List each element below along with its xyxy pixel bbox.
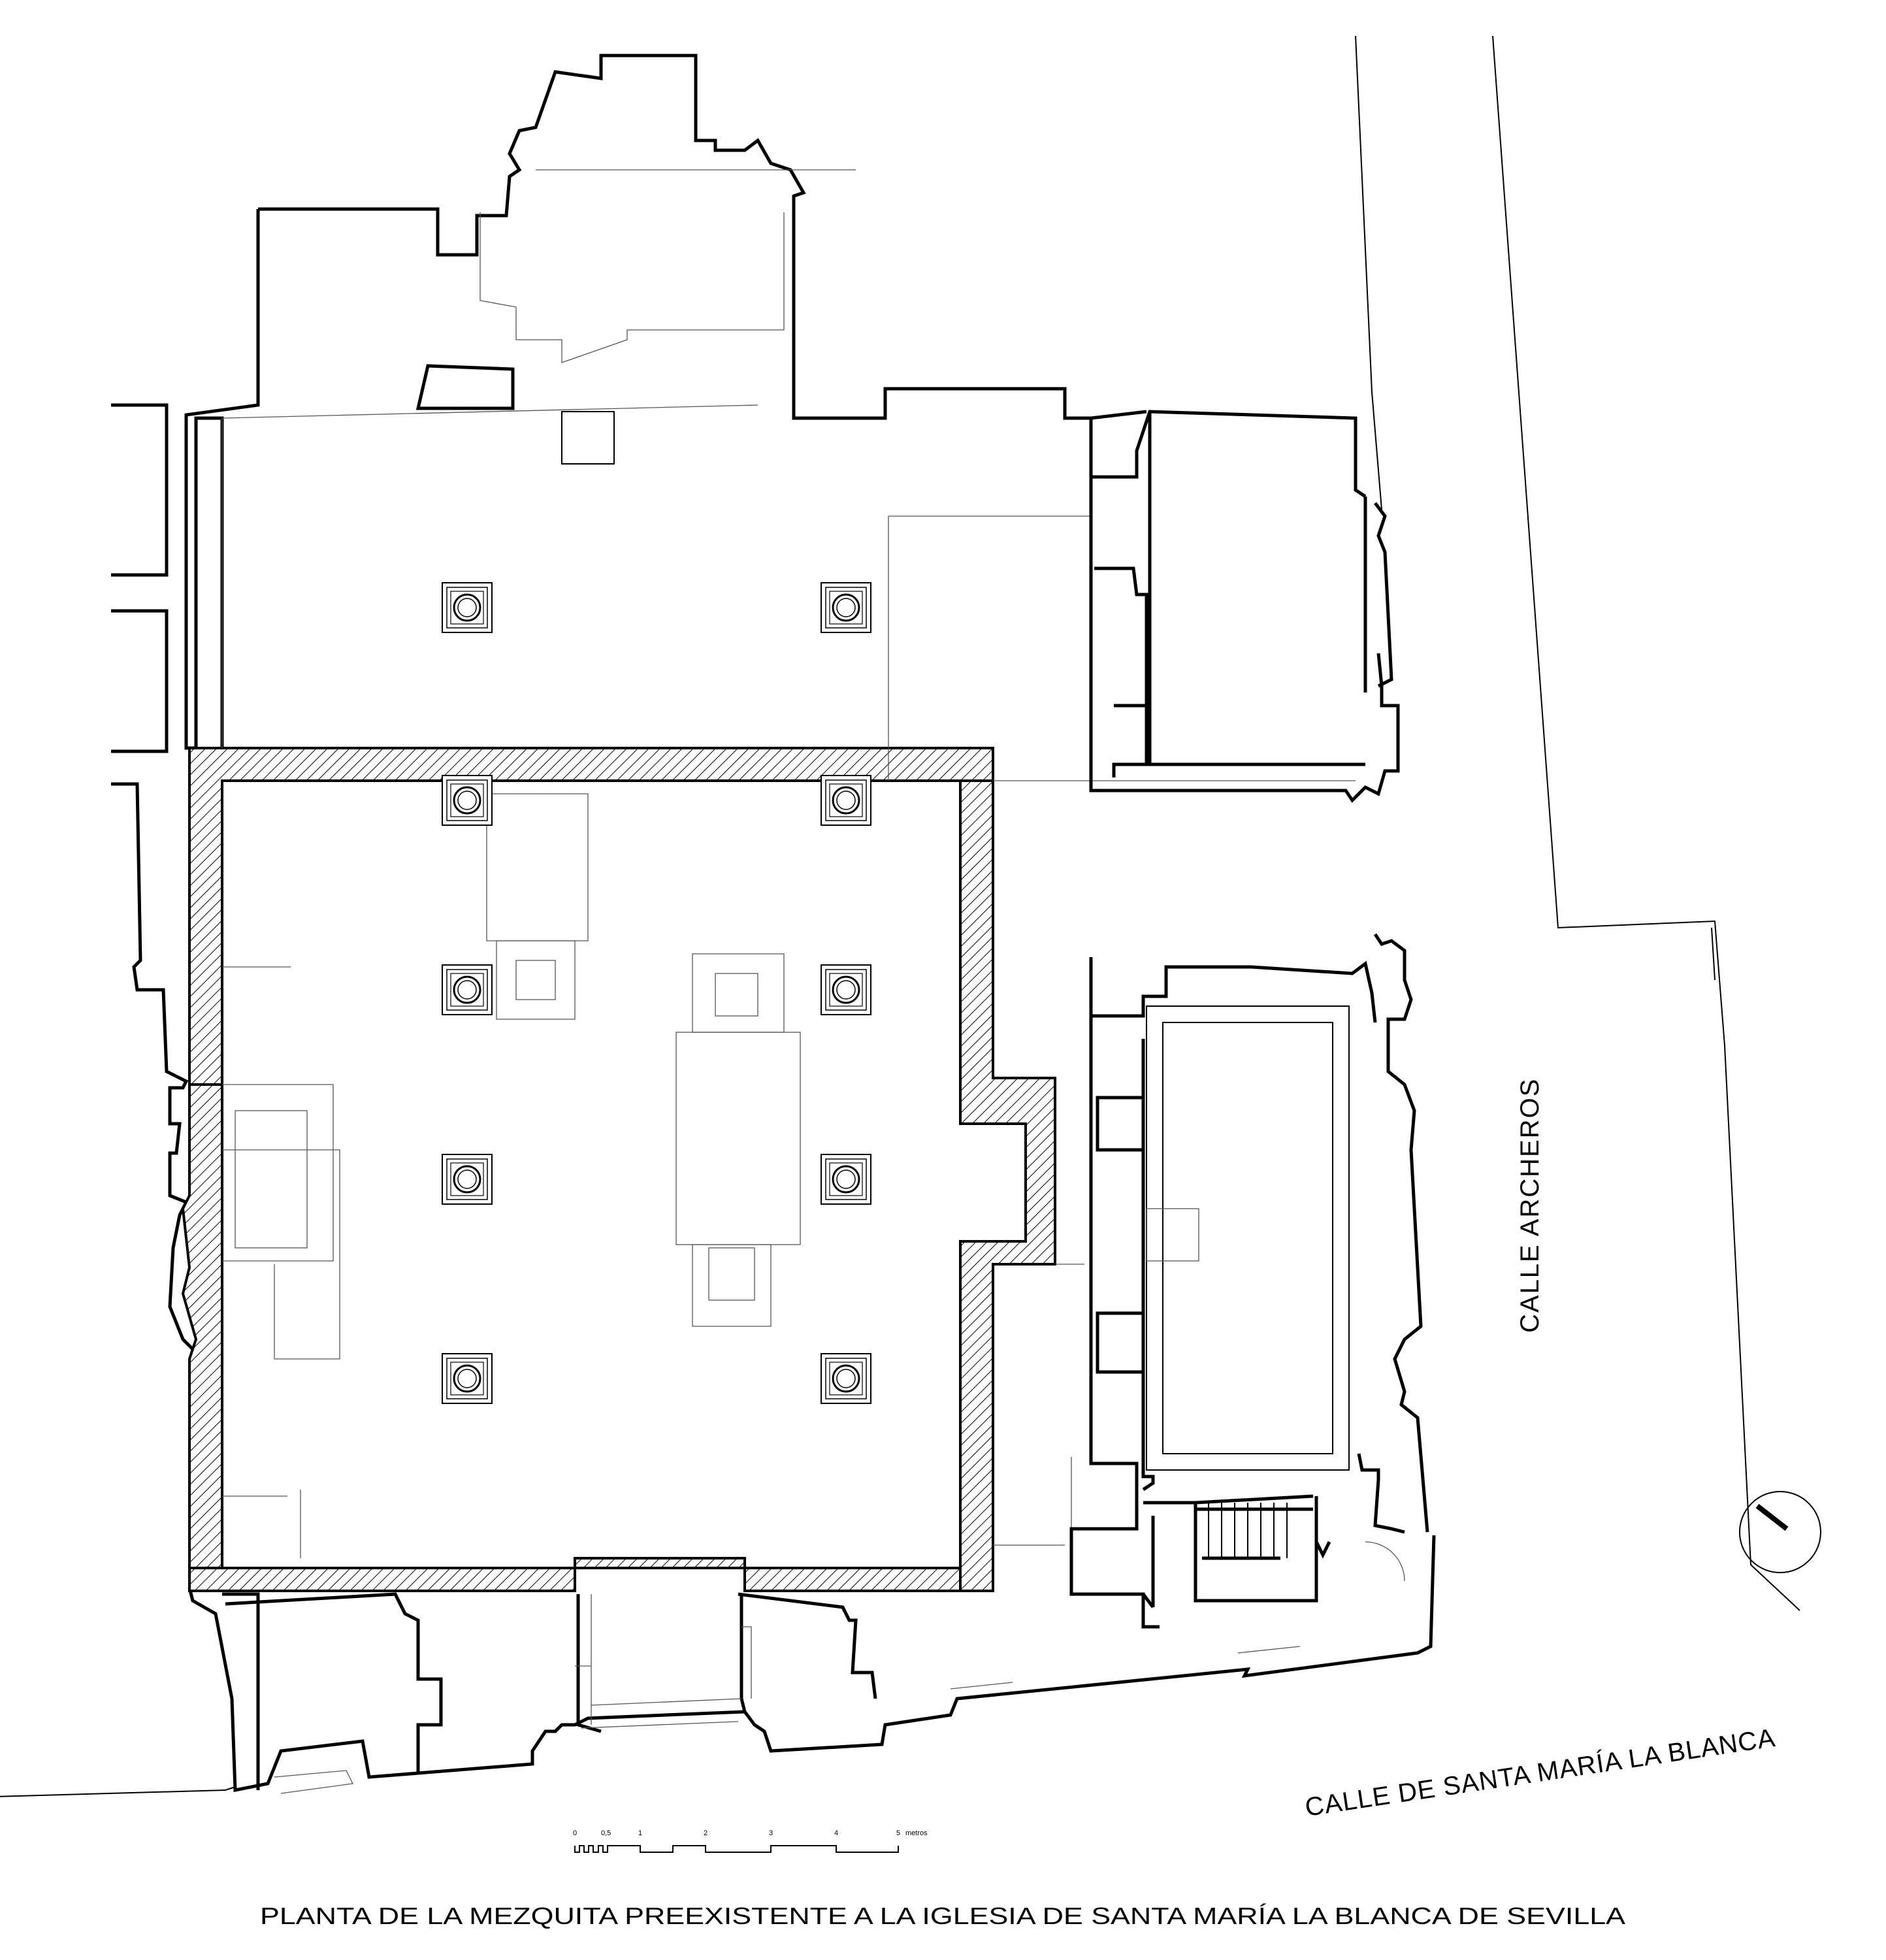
scale-tick-3: 3: [769, 1829, 773, 1837]
scale-unit: metros: [905, 1829, 928, 1837]
east-buildings: [1069, 410, 1429, 1629]
column-c5: [442, 964, 493, 1015]
scale-bar: 0 0,5 1 2 3 4 5 metros: [573, 1829, 928, 1853]
scale-tick-1: 1: [638, 1829, 642, 1837]
column-c9: [442, 1353, 493, 1404]
column-c7: [442, 1154, 493, 1205]
scale-tick-2: 2: [704, 1829, 707, 1837]
column-c10: [821, 1353, 871, 1404]
interior-traces: [221, 169, 1356, 1568]
scale-tick-0: 0: [573, 1829, 577, 1837]
column-set: [442, 582, 871, 1404]
street-label-archeros: CALLE ARCHEROS: [1516, 1078, 1544, 1333]
mosque-hatched-walls: [181, 747, 1056, 1592]
column-c3: [442, 775, 493, 826]
north-arrow: [1739, 1491, 1821, 1573]
scale-tick-5: 5: [896, 1829, 900, 1837]
column-c6: [821, 964, 871, 1015]
scale-tick-0-5: 0,5: [601, 1829, 611, 1837]
west-adjacent-buildings: [111, 403, 210, 1367]
scale-tick-4: 4: [834, 1829, 838, 1837]
column-c8: [821, 1154, 871, 1205]
column-c4: [821, 775, 871, 826]
drawing-title: PLANTA DE LA MEZQUITA PREEXISTENTE A LA …: [260, 1903, 1625, 1929]
street-label-santa-maria: CALLE DE SANTA MARÍA LA BLANCA: [1303, 1723, 1778, 1822]
column-c2: [821, 582, 871, 633]
south-buildings: [225, 1592, 1301, 1794]
street-edges: [0, 35, 1800, 1797]
outer-building-outline: [184, 54, 1436, 1793]
column-c1: [442, 582, 493, 633]
